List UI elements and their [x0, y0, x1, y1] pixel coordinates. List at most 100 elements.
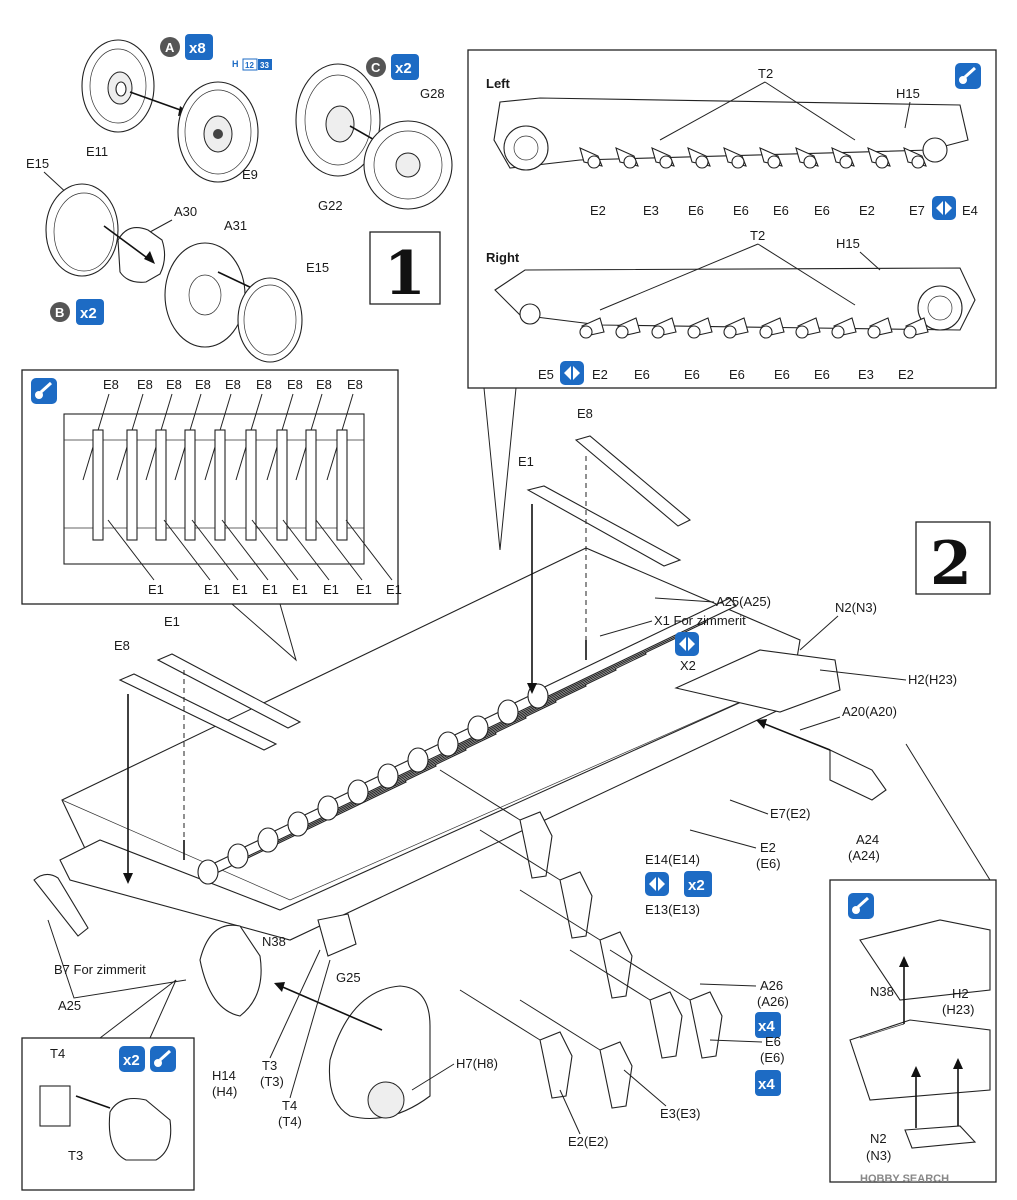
swing-arm — [649, 991, 683, 1059]
label-n2-top: N2(N3) — [835, 600, 877, 615]
torsion-bar-bearing — [257, 827, 279, 853]
suspension-part-label: E6 — [733, 203, 749, 218]
paint-code-2: 33 — [260, 61, 269, 70]
crossbar — [276, 429, 288, 541]
crossbar-label-e8: E8 — [166, 377, 182, 392]
part-a25-left — [33, 873, 89, 937]
label-e15-left: E15 — [26, 156, 49, 171]
label-e9: E9 — [242, 167, 258, 182]
left-handed-badge — [932, 196, 956, 220]
crossbar — [305, 429, 317, 541]
t3-qty-badge — [119, 1046, 145, 1072]
crossbar-label-e1: E1 — [323, 582, 339, 597]
group-c-qty: x2 — [395, 60, 412, 77]
suspension-part-label: E6 — [634, 367, 650, 382]
suspension-part-label: E3 — [858, 367, 874, 382]
label-e1-top: E1 — [518, 454, 534, 469]
torsion-bar-bearing — [407, 747, 429, 773]
crossbar-label-e1: E1 — [356, 582, 372, 597]
hull-floor-plan — [63, 413, 365, 565]
suspension-part-label: E7 — [909, 203, 925, 218]
road-wheel-hub — [839, 155, 853, 169]
step-2-number: 2 — [930, 529, 972, 599]
label-a20: A20(A20) — [842, 704, 897, 719]
paint-h: H — [232, 59, 239, 69]
step-1-number: 1 — [384, 239, 426, 309]
right-title: Right — [486, 250, 520, 265]
right-drive-sprocket — [917, 285, 963, 331]
suspension-part-label: E6 — [684, 367, 700, 382]
torsion-bar-bearing — [497, 699, 519, 725]
t3-inset: x2 T4 T3 — [21, 979, 195, 1191]
suspension-part-label: E4 — [962, 203, 978, 218]
suspension-part-label: E2 — [898, 367, 914, 382]
label-e15-right: E15 — [306, 260, 329, 275]
group-b-qty: x2 — [80, 305, 97, 322]
h2-inset-label-h2b: (H23) — [942, 1002, 975, 1017]
road-wheel-hub — [615, 325, 629, 339]
label-t3-a: T3 — [262, 1058, 277, 1073]
swing-arm — [519, 811, 553, 879]
label-a31: A31 — [224, 218, 247, 233]
h2-inset-label-h2a: H2 — [952, 986, 969, 1001]
crossbar-label-e8: E8 — [137, 377, 153, 392]
road-wheel-hub — [767, 155, 781, 169]
part-n2-detail — [904, 1125, 977, 1149]
h2-inset-label-n2a: N2 — [870, 1131, 887, 1146]
suspension-part-label: E2 — [859, 203, 875, 218]
label-t3-b: (T3) — [260, 1074, 284, 1089]
road-wheel-hub — [623, 155, 637, 169]
label-t4-b: (T4) — [278, 1114, 302, 1129]
hub-a31 — [164, 242, 246, 348]
road-wheel-hub — [687, 325, 701, 339]
part-h14 — [199, 924, 262, 1017]
paint-code-1: 12 — [245, 61, 254, 70]
label-x1: X1 For zimmerit — [654, 613, 746, 628]
hub-a30 — [117, 227, 166, 283]
road-wheel-hub — [695, 155, 709, 169]
road-wheel-hub — [831, 325, 845, 339]
crossbar-e8-top — [574, 435, 691, 527]
crossbar-e1-top — [526, 485, 682, 567]
e13-handed-badge — [645, 872, 669, 896]
label-a25-top: A25(A25) — [716, 594, 771, 609]
road-wheel-hub — [867, 325, 881, 339]
left-label-t2: T2 — [758, 66, 773, 81]
label-e6-b: E6 — [765, 1034, 781, 1049]
group-b-qty-badge — [76, 299, 104, 325]
label-g22: G22 — [318, 198, 343, 213]
label-e7: E7(E2) — [770, 806, 810, 821]
crossbar — [245, 429, 257, 541]
label-g28: G28 — [420, 86, 445, 101]
step-2-box — [915, 521, 991, 595]
label-h7: H7(H8) — [456, 1056, 498, 1071]
t3-qty: x2 — [123, 1052, 140, 1069]
swing-arm — [599, 1041, 633, 1109]
crossbar-label-e1: E1 — [262, 582, 278, 597]
crossbar — [155, 429, 167, 541]
group-a-qty: x8 — [189, 40, 206, 57]
torsion-bar-bearing — [377, 763, 399, 789]
a26-qty: x4 — [758, 1018, 775, 1035]
right-handed-badge — [560, 361, 584, 385]
label-a26-a: A26 — [760, 978, 783, 993]
step1-wheels: A x8 H 12 33 E11 E9 E15 A30 A31 E15 B x2 — [26, 34, 453, 363]
step2-assembly: 2 — [59, 521, 991, 941]
suspension-part-label: E6 — [774, 367, 790, 382]
part-t3-detail — [108, 1097, 172, 1161]
plate-n2 — [674, 649, 841, 713]
watermark: HOBBY SEARCH — [860, 1173, 949, 1185]
suspension-part-label: E6 — [814, 203, 830, 218]
torsion-bar-bearing — [317, 795, 339, 821]
crossbar-label-e1: E1 — [386, 582, 402, 597]
h2-inset: N38 H2 (H23) N2 (N3) — [829, 743, 997, 1183]
label-n38: N38 — [262, 934, 286, 949]
crossbar-label-e8: E8 — [287, 377, 303, 392]
torsion-bar-bearing — [437, 731, 459, 757]
suspension-part-label: E6 — [773, 203, 789, 218]
crossbar-label-e8: E8 — [316, 377, 332, 392]
h2-inset-label-n2b: (N3) — [866, 1148, 891, 1163]
torsion-bar-bearing — [197, 859, 219, 885]
